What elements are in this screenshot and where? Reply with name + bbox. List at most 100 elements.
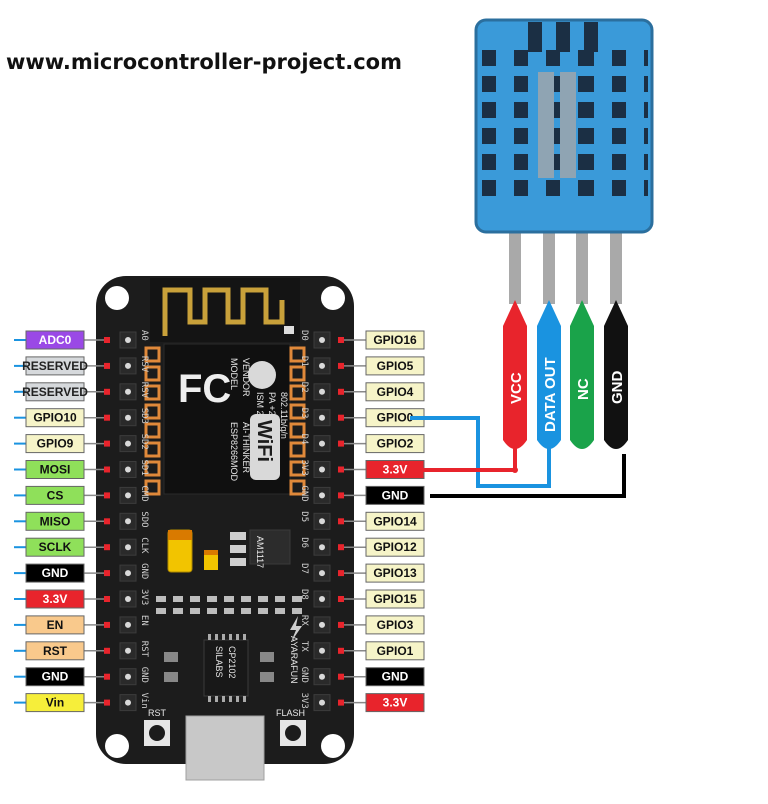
- chip-pad: [236, 696, 239, 702]
- nodemcu-board: FC MODEL VENDOR ESP8266MOD AI-THINKER IS…: [96, 276, 354, 781]
- module-pad-left: [144, 403, 161, 420]
- right-silk-label: 3V3: [299, 693, 309, 709]
- module-wifi-std: 802.11b/g/n: [279, 392, 289, 439]
- wire-label: DATA OUT: [542, 357, 559, 432]
- wire-tip-data-out: DATA OUT: [537, 300, 561, 449]
- grille-bar: [626, 174, 644, 198]
- wire-label: NC: [575, 378, 592, 400]
- right-silk-label: TX: [299, 641, 309, 652]
- right-pin-marker: [338, 544, 344, 551]
- mount-hole-bl: [105, 734, 129, 758]
- module-pad-right: [289, 403, 306, 420]
- lightning-icon: [290, 616, 302, 642]
- right-pin-text: GPIO13: [373, 566, 417, 580]
- left-header-pin-dot: [125, 388, 131, 395]
- left-pin-label: MISO: [14, 511, 110, 531]
- module-vendor-value: AI-THINKER: [241, 422, 251, 474]
- right-header-pin-dot: [319, 388, 325, 395]
- left-pin-text: MISO: [40, 514, 71, 528]
- module-pad-left: [144, 422, 161, 439]
- sensor-leg: [509, 228, 521, 304]
- left-pin-text: RESERVED: [22, 359, 88, 373]
- grille-bar: [626, 122, 644, 146]
- capacitor-band: [168, 530, 192, 540]
- right-pin-tag: [365, 382, 425, 402]
- mount-hole-tr: [321, 286, 345, 310]
- smd-resistor: [224, 596, 234, 602]
- right-pin-tag: [365, 615, 425, 635]
- left-pin-marker: [104, 596, 110, 602]
- flash-button-cap[interactable]: [285, 725, 301, 741]
- right-silk-label: D7: [299, 563, 309, 574]
- left-pin-tag: [25, 615, 85, 635]
- chip-pad: [222, 634, 225, 640]
- module-pad-right: [289, 460, 306, 477]
- right-silk-label: D5: [299, 511, 309, 522]
- module-pad-right: [289, 441, 306, 458]
- left-pin-tag: [25, 356, 85, 376]
- module-model-label: MODEL: [229, 358, 239, 390]
- smd-part-2: [230, 545, 246, 553]
- left-silk-label: CLK: [139, 537, 149, 554]
- right-silk-label: D4: [299, 434, 309, 445]
- smd-resistor: [241, 596, 251, 602]
- right-pin-label: GPIO1: [338, 641, 425, 661]
- left-pin-marker: [104, 362, 110, 369]
- grille-bar: [496, 148, 514, 172]
- top-slot: [528, 22, 542, 52]
- left-silk-label: 3V3: [139, 589, 149, 605]
- left-header-pin-dot: [125, 518, 131, 525]
- right-pin-text: GND: [382, 488, 409, 502]
- left-silk-label: Vin: [139, 693, 149, 709]
- mount-hole-br: [321, 734, 345, 758]
- module-pad-left: [144, 346, 161, 363]
- module-pad-right: [289, 365, 306, 382]
- smd-part-7: [260, 672, 274, 682]
- wire-sleeve: [570, 300, 594, 449]
- smd-resistor: [207, 608, 217, 614]
- right-header-pin-dot: [319, 337, 325, 343]
- left-pin-tag: [25, 434, 85, 454]
- right-pin-text: GPIO4: [377, 385, 414, 399]
- left-pin-text: GND: [42, 670, 69, 684]
- grille-bar: [496, 96, 514, 120]
- smd-resistor: [275, 608, 285, 614]
- right-header-pin-dot: [319, 544, 325, 551]
- left-silk-label: SD2: [139, 434, 149, 450]
- right-pin-label: GPIO2: [338, 434, 425, 454]
- grille-bar: [594, 96, 612, 120]
- chip-pad: [243, 634, 246, 640]
- module-pad-right: [289, 479, 306, 496]
- right-silk-label: D2: [299, 382, 309, 393]
- rst-button-cap[interactable]: [149, 725, 165, 741]
- left-silk-label: RSV: [139, 356, 149, 373]
- sensor-grille: [482, 22, 648, 198]
- right-pin-tag: [365, 667, 425, 687]
- left-pin-marker: [104, 544, 110, 551]
- right-pin-marker: [338, 337, 344, 343]
- right-pin-marker: [338, 647, 344, 654]
- wire-tip-nc: NC: [570, 300, 594, 449]
- left-silk-label: GND: [139, 667, 149, 683]
- left-pin-tag: [25, 485, 85, 505]
- left-header-pin-dot: [125, 596, 131, 602]
- smd-resistor: [156, 608, 166, 614]
- right-pin-text: GPIO2: [377, 437, 414, 451]
- left-silk-labels: A0RSVRSVSD3SD2SD1CMDSDOCLKGND3V3ENRSTGND…: [139, 330, 149, 709]
- vcc-wire-end: [512, 467, 518, 473]
- smd-resistor: [275, 596, 285, 602]
- sensor-legs: [509, 228, 622, 304]
- right-pin-marker: [338, 621, 344, 628]
- left-header-pin-dot: [125, 544, 131, 551]
- right-pin-label: GPIO0: [338, 408, 425, 428]
- right-header-pin-dot: [319, 414, 325, 421]
- rst-button-label: RST: [148, 708, 167, 718]
- left-pin-tag: [25, 408, 85, 428]
- right-pin-text: 3.3V: [383, 463, 408, 477]
- left-pin-label: MOSI: [14, 460, 110, 479]
- smd-resistor: [258, 608, 268, 614]
- left-pin-label: ADC0: [14, 330, 110, 350]
- right-pin-text: GPIO0: [377, 411, 414, 425]
- right-pin-marker: [338, 492, 344, 499]
